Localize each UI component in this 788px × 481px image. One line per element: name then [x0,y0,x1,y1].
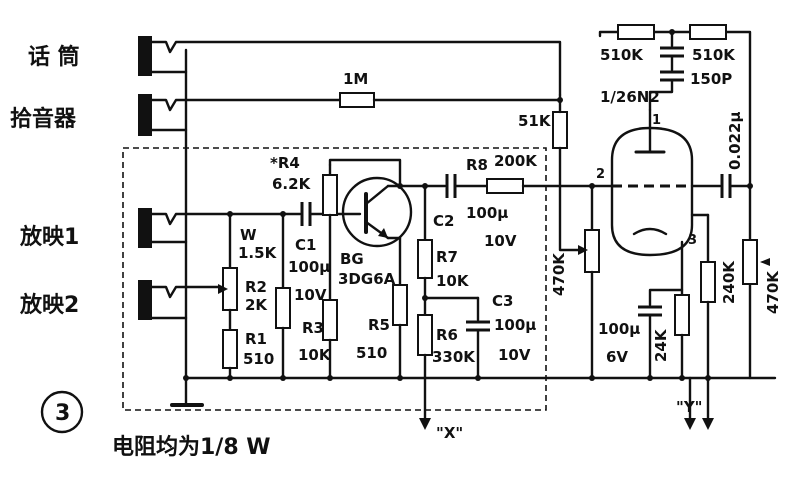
resistor-1m [339,92,375,108]
label-r-470k-output: 470K [764,270,782,314]
label-r4-name: *R4 [270,154,300,172]
label-r7-val: 10K [436,272,470,290]
label-c-100u-6v-v: 6V [606,348,628,366]
label-tube: 1/26N2 [600,88,660,106]
resistor-r1 [222,329,238,369]
label-proj1: 放映1 [19,224,79,250]
pot-470k-grid [584,229,600,273]
resistor-r4 [322,174,338,216]
resistor-240k [700,261,716,303]
label-pin1: 1 [652,113,661,128]
resistor-r5 [392,284,408,326]
label-r1-name: R1 [245,330,267,348]
label-r-24k: 24K [652,328,670,362]
label-bg-val: 3DG6A [338,270,396,288]
pot-470k-output [742,239,758,285]
label-pin3: 3 [688,233,697,248]
jack-proj2 [138,280,220,320]
label-c2-val: 100μ [466,204,508,222]
label-r4-val: 6.2K [272,175,312,193]
label-c3-val: 100μ [494,316,536,334]
resistor-24k [674,294,690,336]
resistor-510k-left [617,24,655,40]
transistor-bg [341,176,413,248]
label-c-100u-6v-val: 100μ [598,320,640,338]
resistor-r3 [322,299,338,341]
resistor-510k-right [689,24,727,40]
resistor-r6 [417,314,433,356]
label-r3-name: R3 [302,319,324,337]
label-r8-val: 200K [494,152,538,170]
label-pin2: 2 [596,167,605,182]
label-output-y: "Y" [676,398,703,416]
label-r6-name: R6 [436,326,458,344]
caption: 电阻均为1/8 W [112,434,271,460]
label-r7-name: R7 [436,248,458,266]
label-r-1m: 1M [343,70,368,88]
label-r3-val: 10K [298,346,332,364]
label-w-val: 1.5K [238,244,278,262]
label-w-name: W [240,226,257,244]
jack-proj1 [138,208,232,248]
label-r5-val: 510 [356,344,387,362]
label-r5-name: R5 [368,316,390,334]
jack-mic [138,36,562,97]
resistor-51k [552,111,568,149]
label-r-510k-right: 510K [692,46,736,64]
label-c-022: 0.022μ [726,112,744,170]
label-c1-name: C1 [295,236,316,254]
label-r-51k: 51K [518,112,552,130]
label-output-x: "X" [436,424,463,442]
jack-phono [138,94,342,136]
label-r-510k-left: 510K [600,46,644,64]
label-c1-val: 100μ [288,258,330,276]
label-r2-val: 2K [245,296,268,314]
label-c-150p: 150P [690,70,732,88]
label-c2-name: C2 [433,212,454,230]
tube-6n2 [590,108,694,257]
junction-dots [183,29,753,381]
resistor-r2 [275,287,291,329]
label-r8-name: R8 [466,156,488,174]
module-boundary [122,147,547,411]
resistor-r7 [417,239,433,279]
label-c3-v: 10V [498,346,531,364]
label-r-240k: 240K [720,260,738,304]
label-mic: 话 筒 [28,44,80,70]
label-bg-name: BG [340,250,364,268]
figure-number-circle [40,390,84,434]
label-r2-name: R2 [245,278,267,296]
label-proj2: 放映2 [19,292,79,318]
label-c1-v: 10V [294,286,327,304]
label-c3-name: C3 [492,292,513,310]
label-phono: 拾音器 [10,106,77,132]
figure-number: 3 [55,401,70,426]
label-r1-val: 510 [243,350,274,368]
label-r-470k-grid: 470K [550,252,568,296]
label-c2-v: 10V [484,232,517,250]
label-r6-val: 330K [432,348,476,366]
resistor-r8 [486,178,524,194]
